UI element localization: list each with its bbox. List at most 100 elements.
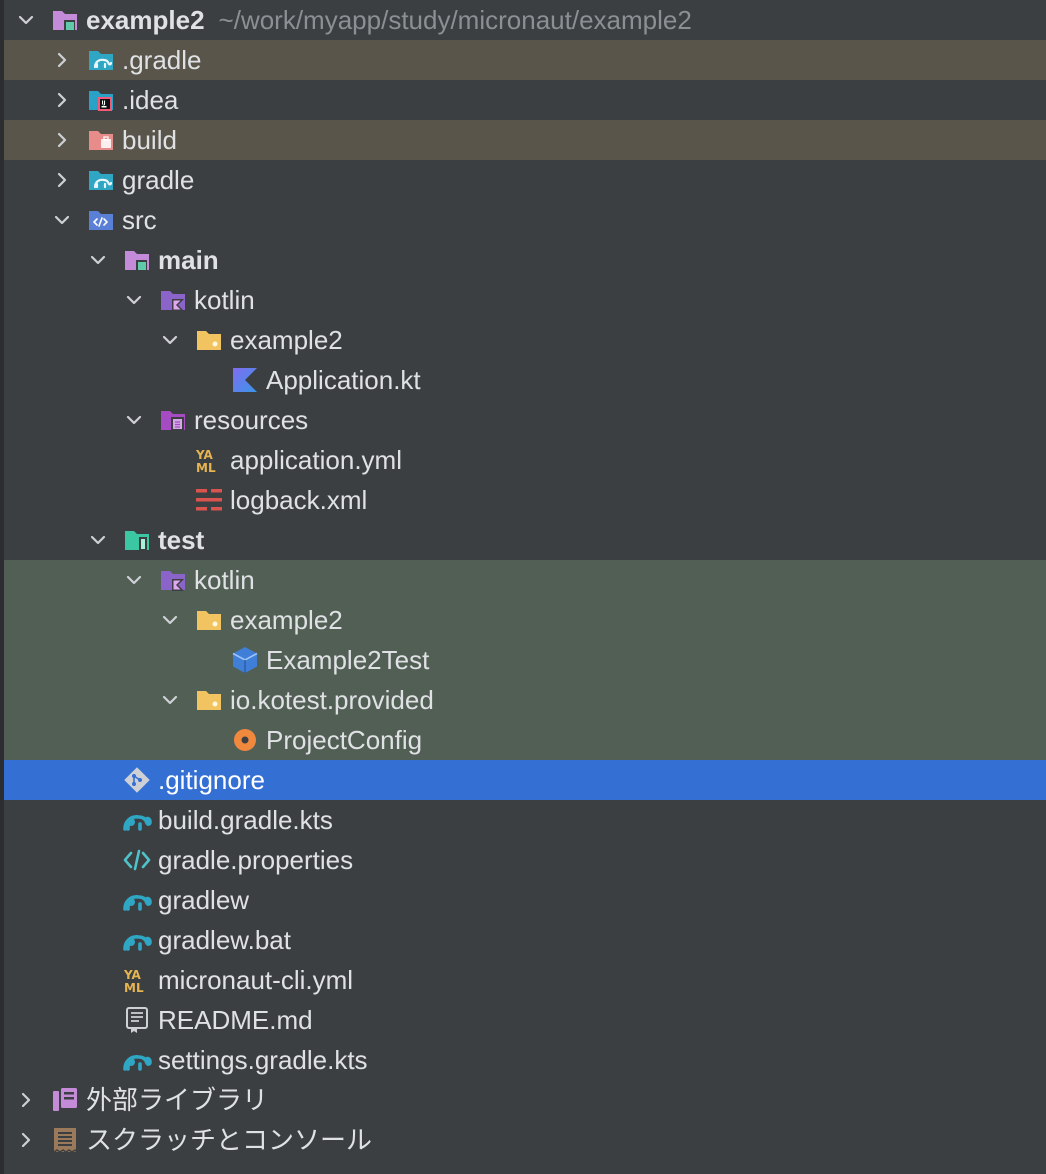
tree-row[interactable]: README.md: [4, 1000, 1046, 1040]
tree-row[interactable]: io.kotest.provided: [4, 680, 1046, 720]
tree-item-text: Example2Test: [266, 645, 430, 675]
excluded-folder-icon: [86, 120, 116, 160]
tree-item-text: 外部ライブラリ: [86, 1085, 269, 1115]
tree-row[interactable]: example2: [4, 600, 1046, 640]
tree-item-text: ProjectConfig: [266, 725, 423, 755]
chevron-down-icon[interactable]: [120, 560, 148, 600]
tree-row[interactable]: logback.xml: [4, 480, 1046, 520]
chevron-right-icon[interactable]: [48, 80, 76, 120]
tree-item-label: src: [122, 200, 157, 240]
kotlin-source-folder-icon: [158, 560, 188, 600]
tree-item-text: gradle: [122, 165, 195, 195]
tree-item-text: .idea: [122, 85, 179, 115]
tree-item-text: gradlew: [158, 885, 250, 915]
tree-row[interactable]: ProjectConfig: [4, 720, 1046, 760]
tree-item-text: example2: [230, 605, 343, 635]
tree-row[interactable]: kotlin: [4, 280, 1046, 320]
properties-file-icon: [122, 840, 152, 880]
gradle-file-icon: [122, 880, 152, 920]
tree-item-label: gradlew: [158, 880, 249, 920]
chevron-down-icon[interactable]: [156, 680, 184, 720]
svg-text:YA: YA: [123, 968, 142, 982]
tree-item-label: build.gradle.kts: [158, 800, 333, 840]
tree-row[interactable]: src: [4, 200, 1046, 240]
tree-row[interactable]: test: [4, 520, 1046, 560]
svg-text:YA: YA: [195, 448, 214, 462]
tree-row[interactable]: .gitignore: [4, 760, 1046, 800]
chevron-down-icon[interactable]: [12, 0, 40, 40]
tree-item-label: gradle.properties: [158, 840, 353, 880]
chevron-right-icon[interactable]: [12, 1080, 40, 1120]
tree-item-label: スクラッチとコンソール: [86, 1120, 372, 1160]
panel-left-border: [0, 0, 4, 1174]
tree-item-text: resources: [194, 405, 309, 435]
chevron-right-icon[interactable]: [48, 40, 76, 80]
object-class-icon: [230, 720, 260, 760]
tree-row[interactable]: Application.kt: [4, 360, 1046, 400]
chevron-down-icon[interactable]: [156, 600, 184, 640]
tree-item-label: README.md: [158, 1000, 313, 1040]
tree-row[interactable]: .gradle: [4, 40, 1046, 80]
chevron-down-icon[interactable]: [48, 200, 76, 240]
tree-row[interactable]: example2~/work/myapp/study/micronaut/exa…: [4, 0, 1046, 40]
chevron-right-icon[interactable]: [48, 120, 76, 160]
project-path-hint: ~/work/myapp/study/micronaut/example2: [218, 5, 692, 35]
tree-item-label: settings.gradle.kts: [158, 1040, 368, 1080]
tree-row[interactable]: IJ .idea: [4, 80, 1046, 120]
tree-item-text: スクラッチとコンソール: [86, 1125, 373, 1155]
tree-item-text: kotlin: [194, 565, 255, 595]
gradle-folder-icon: [86, 40, 116, 80]
package-folder-icon: [194, 680, 224, 720]
tree-item-text: .gradle: [122, 45, 202, 75]
source-folder-icon: [86, 200, 116, 240]
package-folder-icon: [194, 600, 224, 640]
package-folder-icon: [194, 320, 224, 360]
tree-item-label: test: [158, 520, 204, 560]
tree-item-label: example2: [230, 320, 343, 360]
tree-row[interactable]: gradle: [4, 160, 1046, 200]
tree-row[interactable]: main: [4, 240, 1046, 280]
tree-item-label: example2~/work/myapp/study/micronaut/exa…: [86, 0, 692, 40]
tree-item-label: application.yml: [230, 440, 402, 480]
chevron-down-icon[interactable]: [120, 400, 148, 440]
tree-row[interactable]: Example2Test: [4, 640, 1046, 680]
tree-item-text: Application.kt: [266, 365, 421, 395]
chevron-down-icon[interactable]: [84, 520, 112, 560]
tree-row[interactable]: build.gradle.kts: [4, 800, 1046, 840]
kotlin-source-folder-icon: [158, 280, 188, 320]
tree-item-text: .gitignore: [158, 765, 265, 795]
tree-item-label: micronaut-cli.yml: [158, 960, 353, 1000]
gradle-folder-icon: [86, 160, 116, 200]
chevron-down-icon[interactable]: [156, 320, 184, 360]
chevron-right-icon[interactable]: [48, 160, 76, 200]
tree-row[interactable]: example2: [4, 320, 1046, 360]
external-libraries-icon: [50, 1080, 80, 1120]
svg-text:IJ: IJ: [102, 101, 106, 107]
module-folder-icon: [50, 0, 80, 40]
gradle-file-icon: [122, 1040, 152, 1080]
chevron-right-icon[interactable]: [12, 1120, 40, 1160]
tree-row[interactable]: gradlew: [4, 880, 1046, 920]
tree-row[interactable]: gradlew.bat: [4, 920, 1046, 960]
tree-item-text: logback.xml: [230, 485, 368, 515]
tree-row[interactable]: gradle.properties: [4, 840, 1046, 880]
tree-item-text: README.md: [158, 1005, 313, 1035]
tree-item-text: build.gradle.kts: [158, 805, 333, 835]
chevron-down-icon[interactable]: [120, 280, 148, 320]
gradle-file-icon: [122, 800, 152, 840]
tree-row[interactable]: build: [4, 120, 1046, 160]
tree-item-text: gradlew.bat: [158, 925, 291, 955]
tree-row[interactable]: settings.gradle.kts: [4, 1040, 1046, 1080]
tree-item-label: resources: [194, 400, 308, 440]
tree-row[interactable]: kotlin: [4, 560, 1046, 600]
tree-row[interactable]: resources: [4, 400, 1046, 440]
tree-item-label: kotlin: [194, 560, 255, 600]
tree-row[interactable]: スクラッチとコンソール: [4, 1120, 1046, 1160]
chevron-down-icon[interactable]: [84, 240, 112, 280]
tree-item-label: ProjectConfig: [266, 720, 422, 760]
tree-row[interactable]: 外部ライブラリ: [4, 1080, 1046, 1120]
